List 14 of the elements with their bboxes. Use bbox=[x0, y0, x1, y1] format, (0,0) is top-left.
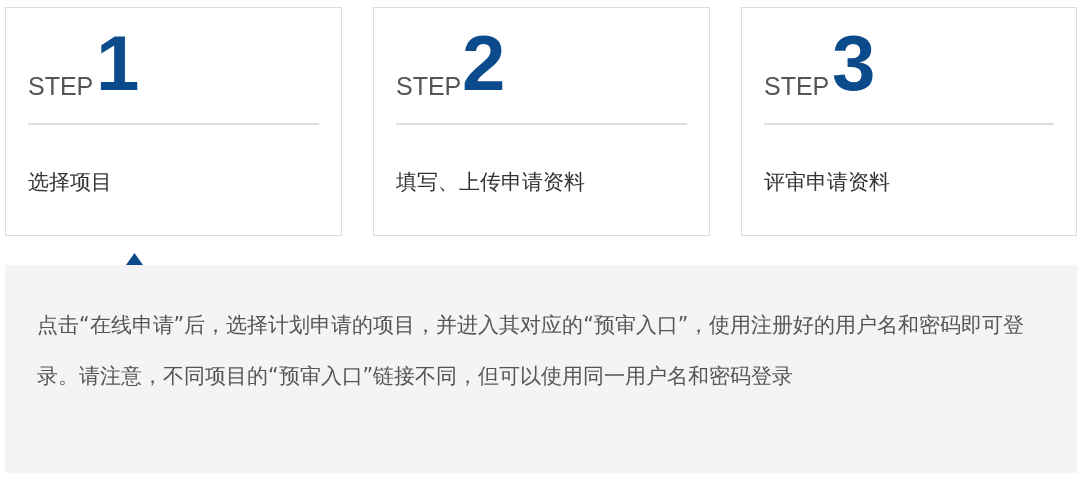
step-title: 评审申请资料 bbox=[764, 169, 890, 196]
step-title: 选择项目 bbox=[28, 169, 112, 196]
step-label: STEP bbox=[396, 72, 462, 100]
description-text: 点击“在线申请”后，选择计划申请的项目，并进入其对应的“预审入口”，使用注册好的用户名和密码即可登录。请注意，不同项目的“预审入口”链接不同，但可以使用同一用户名和密码登录 bbox=[37, 312, 1026, 390]
step-label: STEP bbox=[28, 72, 94, 100]
step-number: 3 bbox=[832, 22, 876, 104]
step-card bbox=[741, 7, 1077, 236]
step-number: 1 bbox=[96, 22, 140, 104]
step-number: 2 bbox=[462, 22, 506, 104]
description-panel bbox=[5, 265, 1077, 473]
step-card bbox=[5, 7, 342, 236]
step-title: 填写、上传申请资料 bbox=[396, 169, 585, 196]
step-card bbox=[373, 7, 710, 236]
step-label: STEP bbox=[764, 72, 830, 100]
